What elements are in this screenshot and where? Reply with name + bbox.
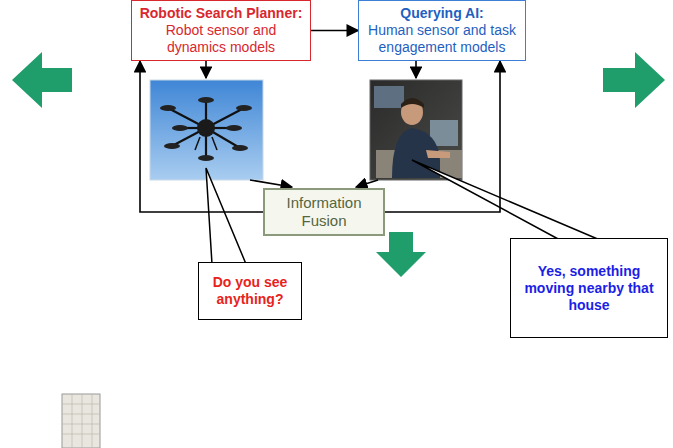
speech-bubble: Do you see anything? (198, 262, 302, 320)
box-heading: Do you see anything? (205, 274, 295, 308)
thumbnail-image (62, 394, 100, 448)
bubble-pointer (206, 168, 246, 264)
photo-wires (206, 61, 416, 187)
drone-photo (150, 80, 263, 180)
speech-bubble: Yes, something moving nearby that house (510, 238, 668, 338)
bubble-pointer (412, 160, 600, 240)
box-heading: Querying AI: (400, 5, 484, 22)
big-arrow-left (12, 52, 72, 108)
planner-box: Robotic Search Planner:Robot sensor and … (131, 0, 311, 61)
connector (385, 61, 500, 212)
querying-box: Querying AI:Human sensor and task engage… (358, 0, 526, 61)
big-arrow-down (376, 232, 426, 277)
box-heading: Robotic Search Planner: (140, 5, 303, 22)
box-body: Robot sensor and dynamics models (138, 22, 304, 56)
connector (140, 61, 263, 212)
fusion-box: Information Fusion (263, 188, 385, 236)
box-heading: Information Fusion (273, 194, 375, 230)
box-heading: Yes, something moving nearby that house (517, 263, 661, 314)
connector (311, 30, 358, 32)
box-body: Human sensor and task engagement models (365, 22, 519, 56)
big-arrow-right (603, 52, 665, 108)
operator-photo (370, 80, 462, 180)
